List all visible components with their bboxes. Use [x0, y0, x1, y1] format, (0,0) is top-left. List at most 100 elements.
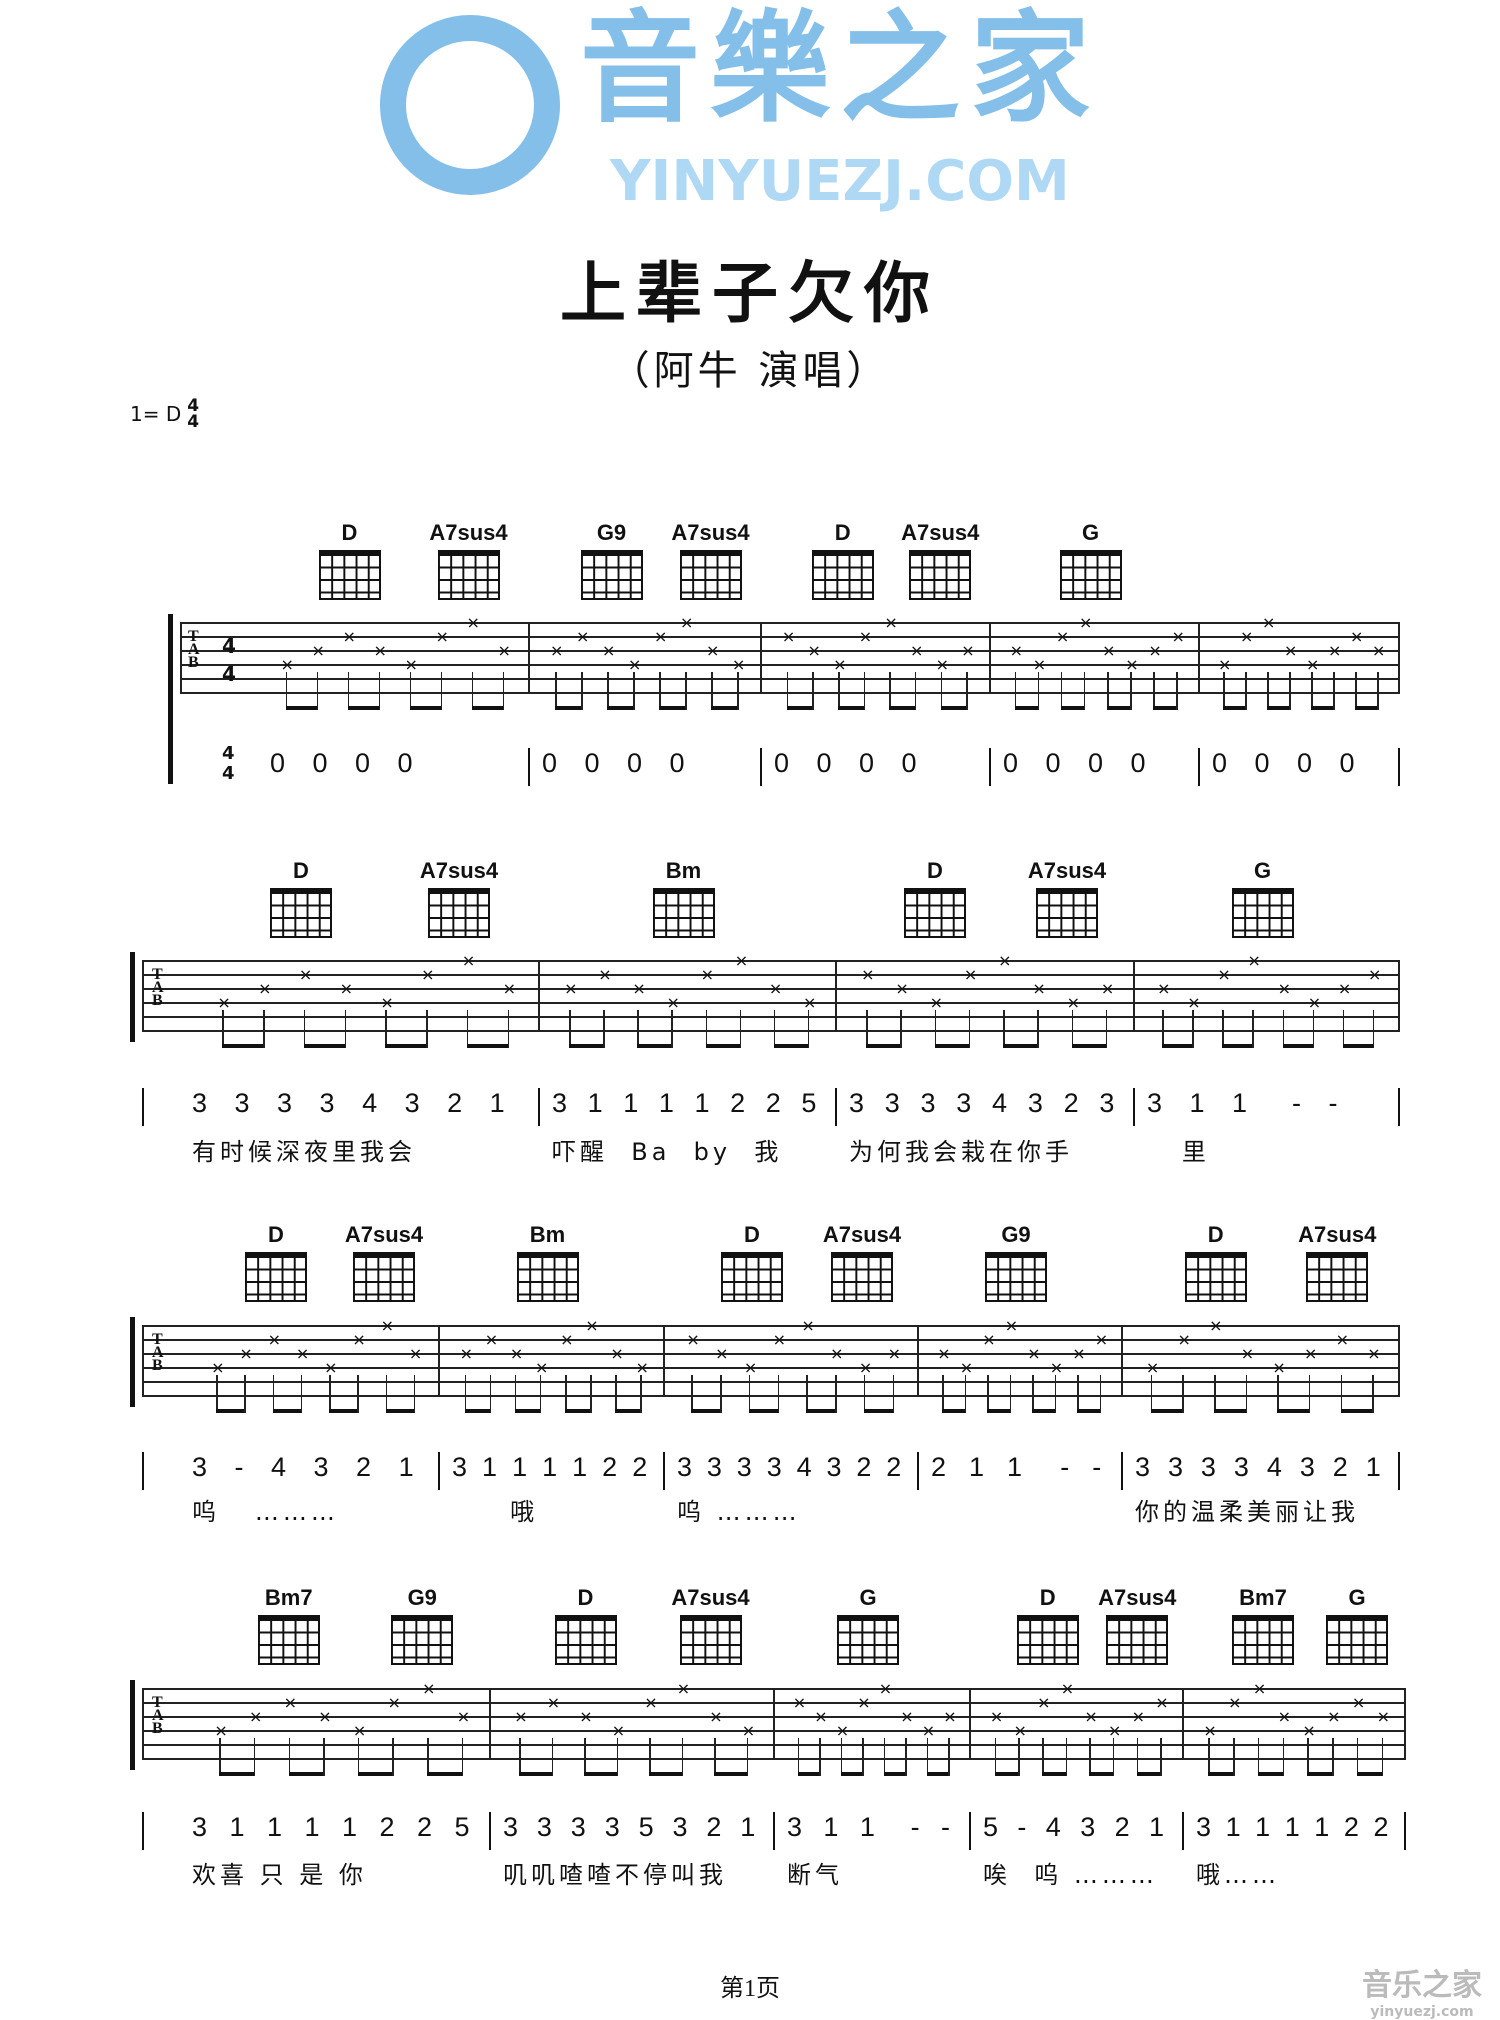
tab-note-mark: ×: [989, 1707, 1004, 1726]
staff-line: [180, 692, 1398, 694]
notation-measure: 3 1 1 - -: [787, 1812, 957, 1842]
note-beam: [222, 1044, 265, 1048]
staff-line: [142, 1367, 1398, 1369]
bar-line: [142, 1688, 144, 1760]
note-stem: [1355, 672, 1357, 710]
note-stem: [863, 1375, 866, 1413]
tab-note-mark: ×: [484, 1330, 499, 1349]
chord-name: G: [859, 1585, 877, 1610]
note-stem: [1009, 1375, 1012, 1413]
note-stem: [714, 1738, 716, 1776]
chord-diagram: D: [261, 858, 341, 938]
tab-note-mark: ×: [935, 655, 949, 674]
note-stem: [489, 1375, 492, 1413]
tab-note-mark: ×: [546, 1693, 561, 1712]
tab-note-mark: ×: [610, 1344, 624, 1363]
notation-bar-line: [835, 1088, 837, 1126]
tab-note-mark: ×: [802, 993, 817, 1012]
tab-note-mark: ×: [632, 979, 646, 998]
tab-note-mark: ×: [861, 965, 875, 984]
tab-note-mark: ×: [404, 655, 418, 674]
note-stem: [461, 1738, 464, 1776]
chord-grid-icon: [437, 550, 500, 600]
note-stem: [1077, 1375, 1079, 1413]
chord-diagram: D: [310, 520, 390, 600]
tab-note-mark: ×: [1335, 1330, 1349, 1349]
note-stem: [659, 672, 661, 710]
note-stem: [1071, 1010, 1074, 1048]
chord-grid-icon: [1106, 1615, 1169, 1665]
tab-note-mark: ×: [1302, 1721, 1316, 1740]
note-beam: [748, 1409, 779, 1413]
bar-line: [969, 1688, 971, 1760]
chord-name: A7sus4: [901, 520, 980, 545]
watermark: 音樂之家 YINYUEZJ.COM: [380, 0, 1280, 230]
note-stem: [426, 1010, 428, 1048]
tab-note-mark: ×: [217, 993, 231, 1012]
chord-grid-icon: [580, 550, 643, 600]
notation-bar-line: [760, 748, 762, 786]
chord-name: A7sus4: [671, 520, 750, 545]
tab-note-mark: ×: [768, 979, 783, 998]
tab-note-mark: ×: [943, 1707, 957, 1726]
note-beam: [889, 706, 916, 710]
notation-bar-line: [663, 1452, 665, 1490]
system-brace: [130, 1680, 135, 1770]
note-stem: [1032, 1375, 1034, 1413]
note-beam: [219, 1772, 255, 1776]
notation-measure: 3 3 3 3 4 3 2 1: [192, 1088, 515, 1118]
notation-measure: 0 0 0 0: [270, 748, 423, 778]
note-beam: [806, 1409, 837, 1413]
note-stem: [914, 672, 917, 710]
note-beam: [1162, 1044, 1194, 1048]
tab-note-mark: ×: [1102, 641, 1116, 660]
tab-note-mark: ×: [654, 627, 668, 646]
chord-grid-icon: [909, 550, 972, 600]
chord-name: D: [293, 858, 309, 883]
staff-line: [180, 678, 1398, 680]
note-beam: [994, 1772, 1020, 1776]
note-stem: [584, 1738, 586, 1776]
note-stem: [1037, 1010, 1039, 1048]
tab-note-mark: ×: [1013, 1721, 1027, 1740]
note-stem: [685, 672, 687, 710]
tab-note-mark: ×: [1155, 1693, 1169, 1712]
chord-name: A7sus4: [419, 858, 499, 883]
tab-note-mark: ×: [1307, 993, 1322, 1012]
chord-name: A7sus4: [344, 1222, 424, 1247]
chord-grid-icon: [428, 888, 490, 938]
tab-note-mark: ×: [1217, 965, 1231, 984]
note-stem: [739, 1010, 742, 1048]
note-beam: [1060, 706, 1085, 710]
note-beam: [216, 1409, 246, 1413]
note-beam: [711, 706, 738, 710]
bar-line: [438, 1325, 440, 1397]
note-stem: [1222, 1010, 1224, 1048]
note-beam: [926, 1772, 950, 1776]
chord-grid-icon: [1231, 888, 1294, 938]
tab-note-mark: ×: [895, 979, 909, 998]
chord-grid-icon: [1036, 888, 1098, 938]
note-stem: [900, 1010, 902, 1048]
tab-note-mark: ×: [1084, 1707, 1098, 1726]
note-stem: [1089, 1738, 1091, 1776]
tab-note-mark: ×: [929, 993, 944, 1012]
note-beam: [464, 1409, 491, 1413]
note-stem: [773, 1010, 776, 1048]
lyric: 呜 ………: [677, 1498, 801, 1526]
note-beam: [1356, 1772, 1383, 1776]
note-stem: [1311, 672, 1313, 710]
tab-note-mark: ×: [1367, 1344, 1381, 1363]
tab-note-mark: ×: [509, 1344, 524, 1363]
tab-note-mark: ×: [1100, 979, 1115, 998]
note-beam: [409, 706, 442, 710]
tab-note-mark: ×: [963, 965, 978, 984]
tab-note-mark: ×: [921, 1721, 936, 1740]
chord-grid-icon: [257, 1615, 320, 1665]
note-stem: [1160, 1738, 1162, 1776]
notation-measure: 3 1 1 1 1 2 2: [452, 1452, 651, 1482]
note-beam: [659, 706, 686, 710]
tab-note-mark: ×: [456, 1707, 471, 1726]
staff-line: [180, 650, 1398, 652]
